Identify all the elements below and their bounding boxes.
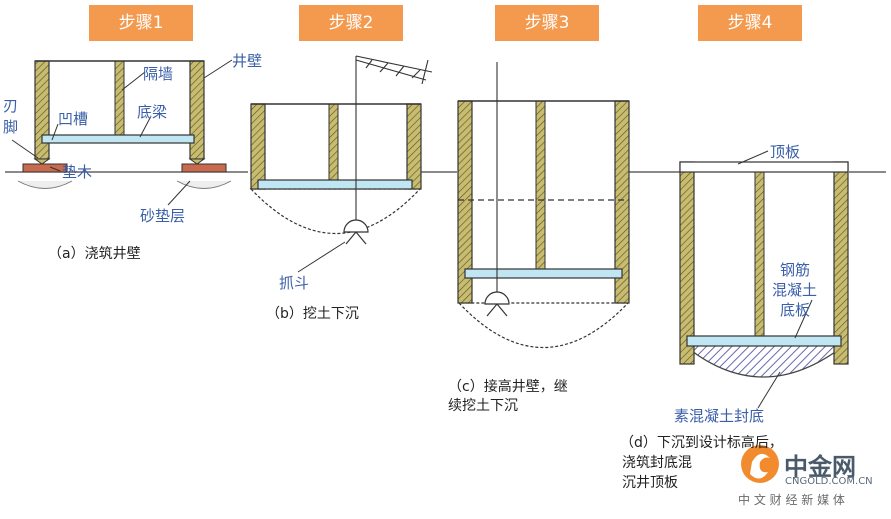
step4-drawing [679,150,849,409]
partition-wall [328,103,339,181]
step1-drawing [11,59,233,206]
caption-step4-line1: （d）下沉到设计标高后， [620,435,783,451]
step-tab-1: 步骤1 [89,5,193,41]
label-rc-slab-1: 钢筋 [780,261,811,279]
label-wood-pad: 垫木 [62,163,93,181]
left-shaft-wall [250,103,266,190]
label-shaft-wall: 井壁 [232,52,263,70]
right-shaft-wall [189,60,205,160]
bottom-beam [464,268,623,279]
label-partition-wall: 隔墙 [143,65,174,83]
right-shaft-wall [833,161,849,365]
caption-step4-line3: 沉井顶板 [622,475,678,491]
top-slab [679,161,849,173]
watermark-domain: CNGOLD.COM.CN [785,476,873,487]
bottom-beam [257,179,413,190]
blade-foot [188,158,206,165]
leader-lines [11,59,233,206]
crane-boom [355,55,433,232]
blade-foot [33,158,51,165]
bottom-beam [41,134,195,144]
partition-wall [754,171,765,337]
caption-step3-line2: 续挖土下沉 [448,398,518,414]
label-blade-foot-2: 脚 [3,118,19,136]
label-sand-cushion: 砂垫层 [140,207,186,225]
wood-pad [181,163,227,173]
label-rc-slab-2: 混凝土 [772,281,818,299]
right-shaft-wall [406,103,422,190]
step-tab-2: 步骤2 [299,5,403,41]
leader-lines [737,150,813,409]
wood-pad [22,163,68,173]
leader-line [297,241,346,273]
label-bottom-beam: 底梁 [137,103,168,121]
step3-drawing [457,62,630,348]
partition-wall [535,100,546,270]
sand-cushion-mound [17,180,73,189]
label-blade-foot-1: 刃 [3,97,19,115]
label-plain-concrete-seal: 素混凝土封底 [674,407,765,425]
plain-concrete-seal [681,343,848,378]
excavation-pit [249,188,422,234]
watermark-brand: 中金网 [784,453,856,481]
caption-step1: （a）浇筑井壁 [48,246,141,262]
partition-wall [114,60,125,136]
left-shaft-wall [679,161,695,365]
caption-step3-line1: （c）接高井壁，继 [448,379,568,395]
label-top-slab: 顶板 [770,143,801,161]
caption-step4-line2: 浇筑封底混 [622,455,692,471]
blank-area [160,428,367,514]
step-tab-3: 步骤3 [495,5,599,41]
grab-bucket-icon [484,291,510,317]
left-shaft-wall [34,60,50,160]
label-groove: 凹槽 [58,110,89,128]
watermark-logo [741,445,779,483]
watermark-tagline: 中 文 财 经 新 媒 体 [738,493,845,507]
sand-cushion-mound [176,180,232,189]
grab-bucket-icon [343,219,369,245]
caption-step2: （b）挖土下沉 [266,306,359,322]
step-tab-4: 步骤4 [698,5,802,41]
step2-drawing [249,55,433,273]
label-rc-slab-3: 底板 [780,301,811,319]
rc-bottom-slab [686,335,842,347]
excavation-pit [457,302,630,348]
label-grab-bucket: 抓斗 [279,274,310,292]
